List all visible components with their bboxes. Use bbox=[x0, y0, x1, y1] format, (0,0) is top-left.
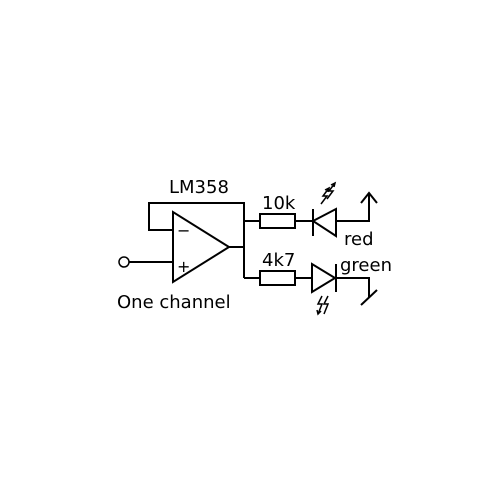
resistor-4k7 bbox=[259, 270, 296, 286]
input-terminal bbox=[118, 256, 130, 268]
resistor-4k7-label: 4k7 bbox=[262, 250, 295, 271]
led-green-emission-arrows bbox=[316, 295, 330, 316]
opamp-plus-sign: + bbox=[177, 257, 190, 276]
resistor-10k-label: 10k bbox=[262, 193, 296, 214]
opamp-minus-sign: − bbox=[177, 221, 190, 240]
led-green-triangle bbox=[311, 262, 337, 294]
led-red-emission-arrows bbox=[320, 181, 337, 205]
feedback-wire bbox=[148, 202, 245, 247]
opamp-symbol bbox=[172, 210, 231, 284]
schematic-caption: One channel bbox=[117, 292, 231, 313]
top-supply-wire bbox=[336, 193, 370, 222]
ground-wire bbox=[336, 277, 370, 298]
supply-arrow bbox=[360, 191, 378, 204]
led-red-label: red bbox=[344, 229, 374, 250]
ground-symbol bbox=[360, 289, 378, 306]
led-green-label: green bbox=[340, 255, 392, 276]
opamp-label: LM358 bbox=[169, 177, 229, 198]
resistor-10k bbox=[259, 213, 296, 229]
led-red-triangle bbox=[311, 207, 337, 238]
